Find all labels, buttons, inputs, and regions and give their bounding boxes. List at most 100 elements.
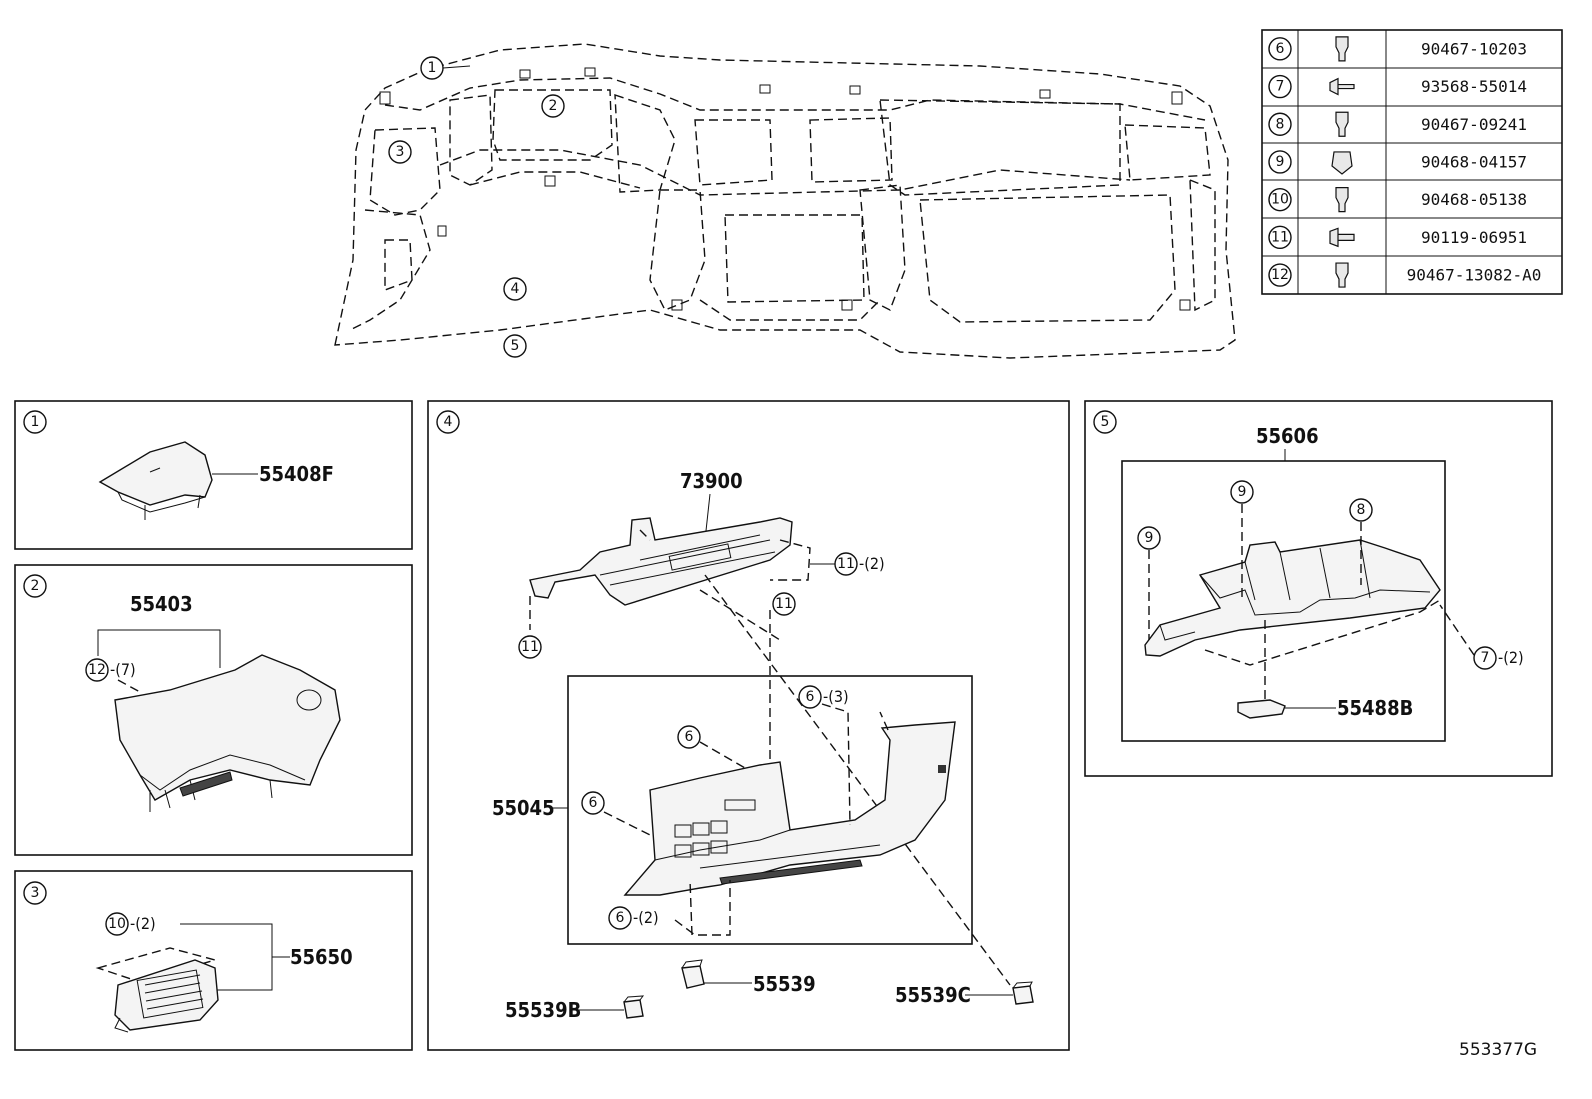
screw-icon	[1329, 77, 1355, 96]
legend-callout-circle	[1268, 74, 1292, 99]
legend-callout-number: 8	[1276, 116, 1285, 132]
legend-row[interactable]: 11 90119-06951	[1268, 225, 1527, 250]
svg-text:11: 11	[837, 556, 855, 572]
panel-1: 1 55408F	[14, 400, 413, 550]
svg-text:-(2): -(2)	[130, 914, 156, 933]
switch-55539B-illustration	[623, 995, 645, 1019]
panel-3: 3 10 -(2) 55650	[14, 870, 413, 1051]
legend-callout-circle	[1268, 150, 1292, 174]
svg-text:10: 10	[108, 916, 126, 932]
panel-2: 2 55403 12 -(7)	[14, 564, 413, 856]
panel-number: 1	[31, 414, 40, 430]
instrument-panel-overview: 1 2 3 4 5	[334, 43, 1236, 359]
legend-callout-circle	[1268, 112, 1292, 136]
fastener-callout-12[interactable]: 12 -(7)	[85, 658, 136, 682]
lower-panel-illustration	[623, 721, 956, 896]
cover-part-illustration	[98, 441, 213, 520]
legend-part-number: 90468-04157	[1421, 152, 1527, 171]
fastener-callout-11-c[interactable]: 11	[518, 635, 542, 659]
switch-55539-illustration	[681, 959, 705, 989]
callout-number: 1	[428, 60, 437, 76]
clip-icon	[1335, 36, 1349, 62]
legend-callout-number: 10	[1271, 192, 1289, 208]
svg-text:6: 6	[589, 795, 598, 811]
reinforcement-illustration	[529, 517, 793, 606]
legend-callout-circle	[1268, 187, 1292, 212]
callout-number: 3	[396, 144, 405, 160]
part-number-55488B[interactable]: 55488B	[1337, 696, 1413, 720]
legend-part-number: 90467-09241	[1421, 115, 1527, 134]
part-number-55408F[interactable]: 55408F	[259, 462, 334, 486]
svg-text:-(2): -(2)	[633, 908, 659, 927]
svg-text:6: 6	[616, 910, 625, 926]
legend-callout-circle	[1268, 263, 1292, 287]
fastener-callout-6-a[interactable]: 6 -(3)	[798, 685, 849, 709]
clip-icon	[1335, 187, 1349, 213]
svg-text:9: 9	[1145, 530, 1154, 546]
cluster-panel-illustration	[114, 654, 341, 812]
clip-icon	[1335, 262, 1349, 288]
fastener-callout-9-a[interactable]: 9	[1230, 480, 1254, 504]
bolt-icon	[1329, 227, 1355, 248]
clamp-icon	[1331, 151, 1353, 175]
legend-row[interactable]: 9 90468-04157	[1268, 150, 1527, 175]
legend-callout-number: 12	[1271, 267, 1289, 283]
overview-callout-3[interactable]: 3	[388, 140, 412, 164]
part-number-55539[interactable]: 55539	[753, 972, 816, 996]
legend-callout-circle	[1268, 225, 1292, 250]
fastener-callout-9-b[interactable]: 9	[1137, 526, 1161, 550]
fastener-callout-8[interactable]: 8	[1349, 498, 1373, 522]
svg-text:11: 11	[521, 639, 539, 655]
panel-number: 3	[31, 885, 40, 901]
part-number-55403[interactable]: 55403	[130, 592, 193, 616]
fastener-callout-6-c[interactable]: 6	[581, 791, 605, 815]
overview-callout-4[interactable]: 4	[503, 277, 527, 301]
svg-text:11: 11	[775, 596, 793, 612]
fastener-callout-6-d[interactable]: 6 -(2)	[608, 906, 659, 930]
part-number-55650[interactable]: 55650	[290, 945, 353, 969]
switch-55539C-illustration	[1012, 981, 1034, 1005]
part-number-55539C[interactable]: 55539C	[895, 983, 971, 1007]
part-number-55539B[interactable]: 55539B	[505, 998, 581, 1022]
legend-row[interactable]: 8 90467-09241	[1268, 111, 1527, 137]
svg-text:-(3): -(3)	[823, 687, 849, 706]
fastener-callout-10[interactable]: 10 -(2)	[105, 912, 156, 936]
clip-icon	[1335, 111, 1349, 137]
fastener-callout-7[interactable]: 7 -(2)	[1473, 646, 1524, 670]
legend-part-number: 90467-10203	[1421, 39, 1527, 58]
part-number-73900[interactable]: 73900	[680, 469, 743, 493]
panel-4: 4 73900 11 -(2) 11 11 55045	[427, 400, 1070, 1051]
legend-callout-number: 9	[1276, 154, 1285, 170]
legend-callout-circle	[1268, 37, 1292, 61]
fastener-callout-11-a[interactable]: 11 -(2)	[810, 552, 885, 576]
fastener-callout-6-b[interactable]: 6	[677, 725, 701, 749]
panel-number: 2	[31, 578, 40, 594]
svg-text:-(2): -(2)	[1498, 648, 1524, 667]
svg-text:7: 7	[1481, 650, 1490, 666]
svg-text:12: 12	[88, 662, 106, 678]
panel-number: 5	[1101, 414, 1110, 430]
svg-text:6: 6	[685, 729, 694, 745]
svg-text:8: 8	[1357, 502, 1366, 518]
legend-callout-number: 11	[1271, 229, 1289, 245]
overview-callout-2[interactable]: 2	[541, 94, 565, 118]
fastener-callout-11-b[interactable]: 11	[772, 592, 796, 616]
vent-illustration	[114, 959, 219, 1033]
panel-5: 5 55606 9 9 8 7 -(2)	[1084, 400, 1553, 777]
svg-text:-(7): -(7)	[110, 660, 136, 679]
svg-text:6: 6	[806, 689, 815, 705]
callout-number: 5	[511, 338, 520, 354]
overview-callout-5[interactable]: 5	[503, 334, 527, 358]
panel-number: 4	[444, 414, 453, 430]
legend-part-number: 90119-06951	[1421, 228, 1527, 247]
part-number-55045[interactable]: 55045	[492, 796, 555, 820]
svg-text:-(2): -(2)	[859, 554, 885, 573]
overview-callout-1[interactable]: 1	[420, 56, 471, 80]
part-number-55606[interactable]: 55606	[1256, 424, 1319, 448]
